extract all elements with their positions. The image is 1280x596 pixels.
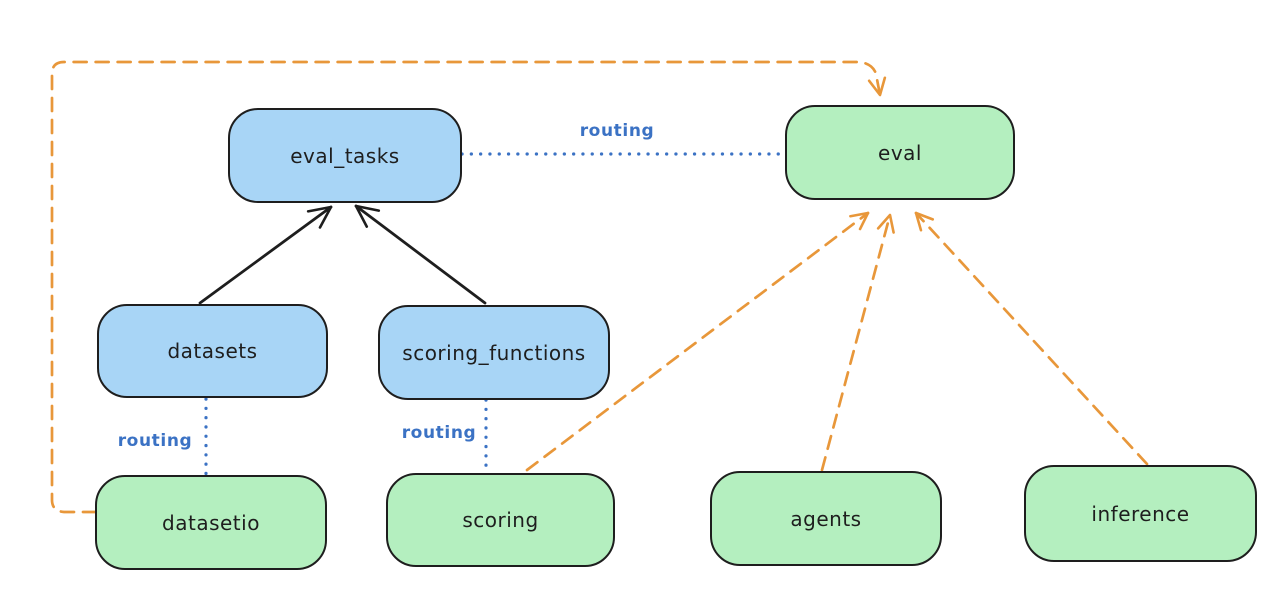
node-label-datasetio: datasetio [162,510,260,535]
node-datasets[interactable]: datasets [97,304,328,398]
node-eval[interactable]: eval [785,105,1015,200]
node-eval_tasks[interactable]: eval_tasks [228,108,462,203]
node-label-scoring: scoring [462,508,539,532]
edge-agents-to-eval [820,213,895,472]
node-label-agents: agents [790,506,862,531]
node-label-datasets: datasets [167,339,258,363]
edge-scoring_functions-to-eval_tasks [354,204,487,305]
node-scoring_functions[interactable]: scoring_functions [378,305,610,400]
edge-label-eval_tasks-to-eval: routing [579,121,655,141]
edge-scoring-to-eval [525,211,870,472]
node-datasetio[interactable]: datasetio [95,475,327,570]
node-inference[interactable]: inference [1024,465,1257,562]
edge-inference-to-eval [914,211,1149,466]
node-label-inference: inference [1091,501,1190,526]
node-label-scoring_functions: scoring_functions [402,340,586,365]
node-label-eval_tasks: eval_tasks [290,143,400,168]
node-agents[interactable]: agents [710,471,942,566]
edge-label-scoring_functions-to-scoring: routing [401,423,477,443]
node-label-eval: eval [878,140,922,165]
edge-datasets-to-eval_tasks [198,205,333,305]
edge-label-datasets-to-datasetio: routing [117,431,193,451]
node-scoring[interactable]: scoring [386,473,615,567]
edge-datasetio-to-eval [50,60,887,514]
